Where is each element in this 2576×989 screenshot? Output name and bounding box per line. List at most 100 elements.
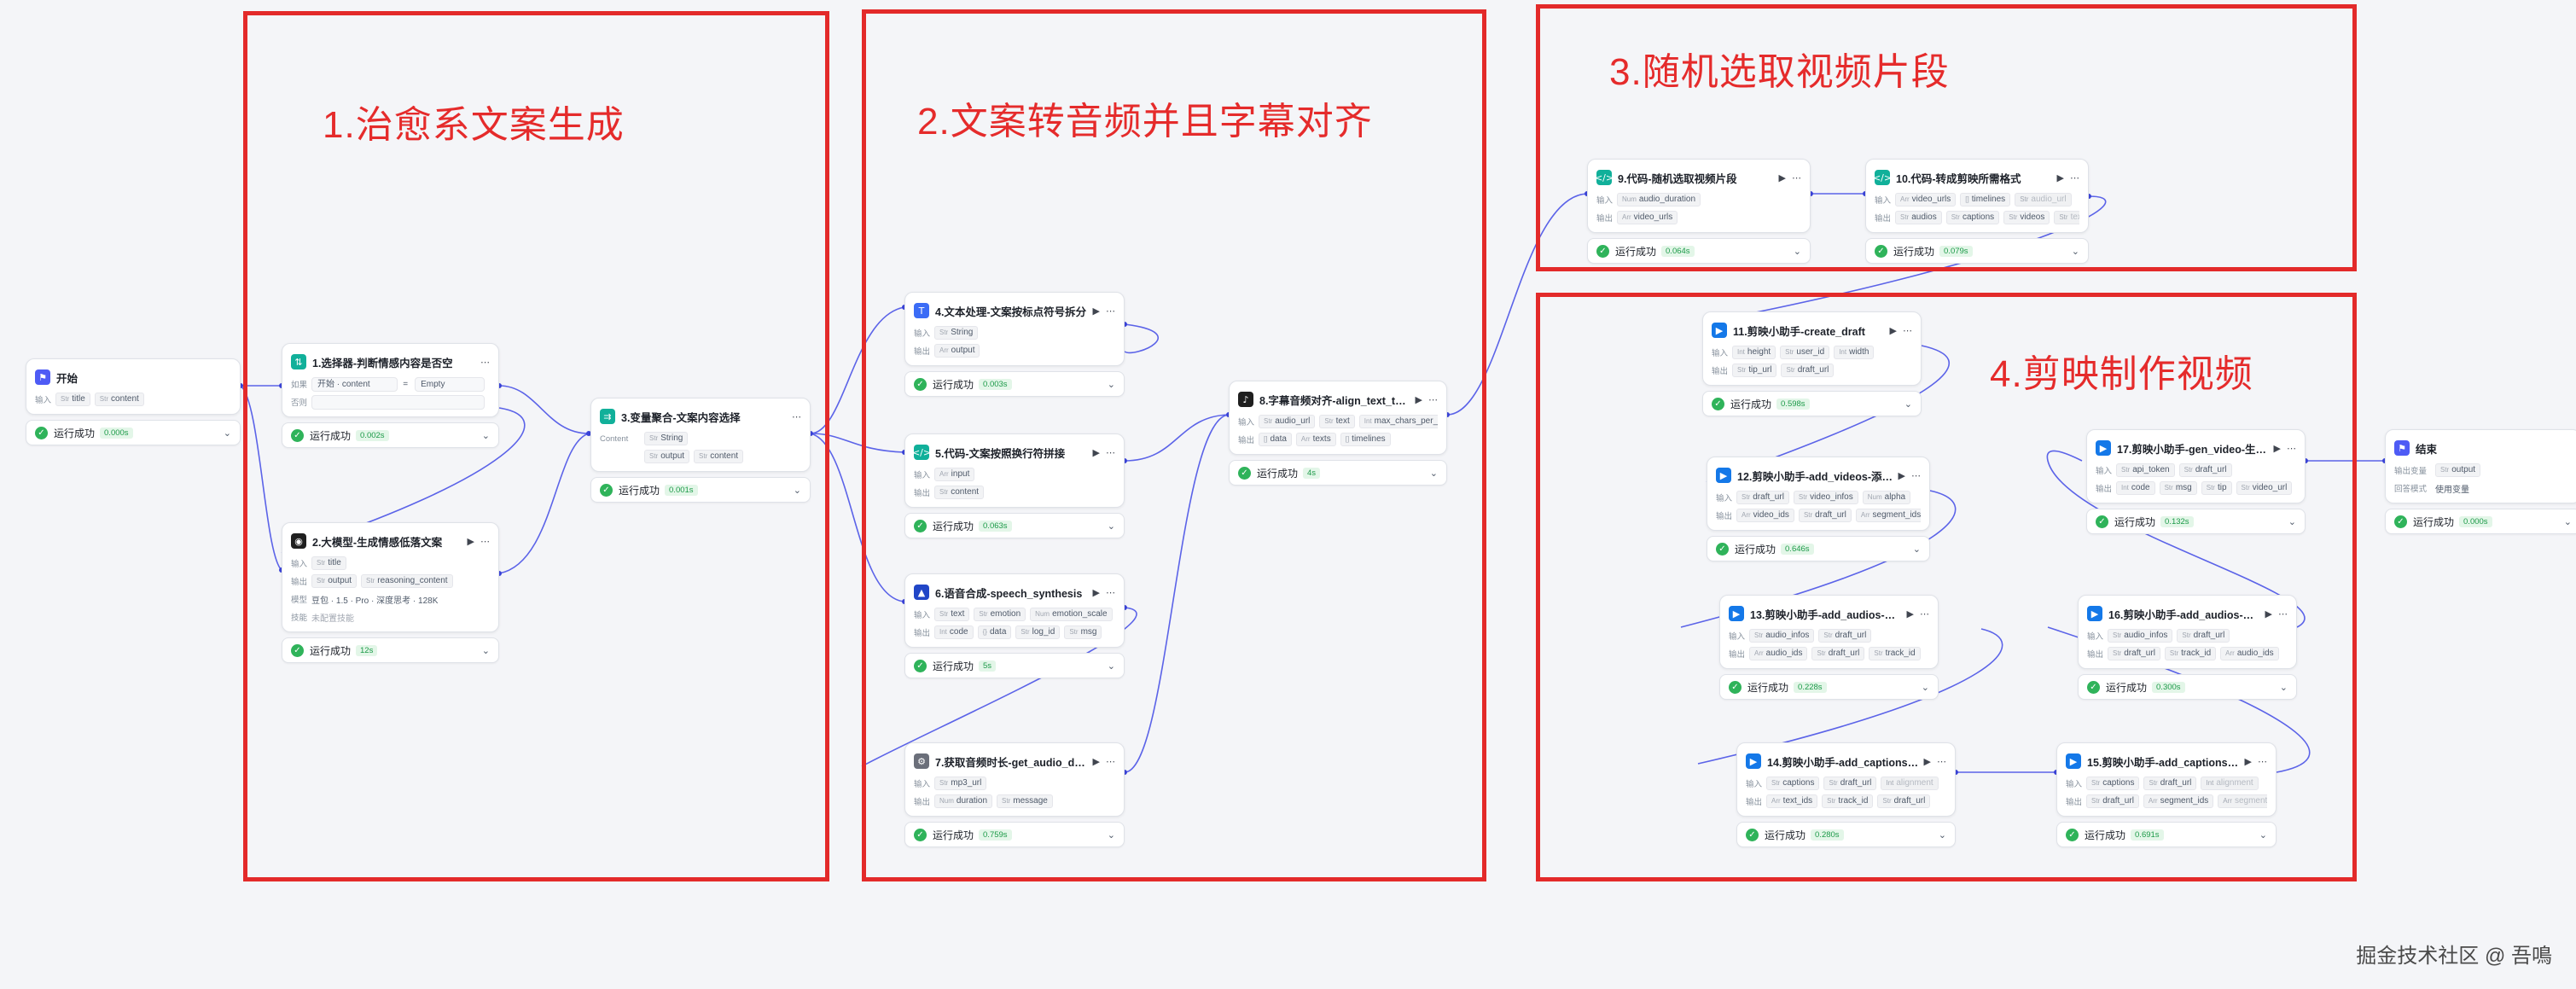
run-icon[interactable]: ▶ — [1889, 324, 1897, 336]
chevron-down-icon[interactable]: ⌄ — [793, 485, 801, 496]
run-icon[interactable]: ▶ — [2265, 608, 2272, 620]
status-text: 运行成功 — [1257, 467, 1299, 480]
chevron-down-icon[interactable]: ⌄ — [481, 645, 490, 656]
run-icon[interactable]: ▶ — [2056, 172, 2064, 183]
row-label: 如果 — [291, 381, 308, 390]
run-status[interactable]: ✓ 运行成功 5s ⌄ — [904, 653, 1125, 678]
more-icon[interactable]: ⋯ — [1106, 586, 1115, 598]
chevron-down-icon[interactable]: ⌄ — [1107, 660, 1115, 672]
node-14-add-captions[interactable]: ▶ 14.剪映小助手-add_captions-添加字幕 ▶⋯ 输入 Strca… — [1736, 742, 1956, 847]
run-status[interactable]: ✓ 运行成功 0.000s ⌄ — [2385, 509, 2576, 534]
node-17-gen-video[interactable]: ▶ 17.剪映小助手-gen_video-生成视频 ▶⋯ 输入 Strapi_t… — [2086, 429, 2306, 534]
node-16-add-audios[interactable]: ▶ 16.剪映小助手-add_audios-添加音频 ▶⋯ 输入 Straudi… — [2078, 595, 2297, 700]
chevron-down-icon[interactable]: ⌄ — [2563, 516, 2572, 527]
chevron-down-icon[interactable]: ⌄ — [1912, 544, 1921, 555]
chevron-down-icon[interactable]: ⌄ — [2071, 246, 2079, 257]
run-status[interactable]: ✓ 运行成功 0.002s ⌄ — [282, 422, 499, 448]
chevron-down-icon[interactable]: ⌄ — [223, 428, 231, 439]
more-icon[interactable]: ⋯ — [1428, 393, 1438, 405]
more-icon[interactable]: ⋯ — [2258, 755, 2267, 767]
chevron-down-icon[interactable]: ⌄ — [2259, 829, 2267, 841]
more-icon[interactable]: ⋯ — [1920, 608, 1929, 620]
chevron-down-icon[interactable]: ⌄ — [1793, 246, 1801, 257]
run-status[interactable]: ✓ 运行成功 0.300s ⌄ — [2078, 674, 2297, 700]
chevron-down-icon[interactable]: ⌄ — [1107, 521, 1115, 532]
more-icon[interactable]: ⋯ — [792, 410, 801, 422]
more-icon[interactable]: ⋯ — [1106, 755, 1115, 767]
run-icon[interactable]: ▶ — [1778, 172, 1786, 183]
status-text: 运行成功 — [1730, 398, 1772, 410]
run-status[interactable]: ✓ 运行成功 0.063s ⌄ — [904, 513, 1125, 538]
run-icon[interactable]: ▶ — [1923, 755, 1931, 767]
run-status[interactable]: ✓ 运行成功 0.280s ⌄ — [1736, 822, 1956, 847]
chevron-down-icon[interactable]: ⌄ — [1107, 829, 1115, 841]
run-status[interactable]: ✓ 运行成功 0.064s ⌄ — [1587, 238, 1811, 264]
run-icon[interactable]: ▶ — [2273, 442, 2281, 454]
run-status[interactable]: ✓ 运行成功 0.079s ⌄ — [1865, 238, 2089, 264]
run-icon[interactable]: ▶ — [2244, 755, 2252, 767]
run-icon[interactable]: ▶ — [1898, 469, 1905, 481]
run-status[interactable]: ✓ 运行成功 0.132s ⌄ — [2086, 509, 2306, 534]
run-icon[interactable]: ▶ — [1092, 305, 1100, 317]
run-icon[interactable]: ▶ — [1092, 446, 1100, 458]
run-icon[interactable]: ▶ — [1092, 755, 1100, 767]
chevron-down-icon[interactable]: ⌄ — [1938, 829, 1946, 841]
run-icon[interactable]: ▶ — [1415, 393, 1422, 405]
run-status[interactable]: ✓ 运行成功 0.646s ⌄ — [1707, 536, 1930, 561]
more-icon[interactable]: ⋯ — [480, 356, 490, 368]
more-icon[interactable]: ⋯ — [2278, 608, 2288, 620]
more-icon[interactable]: ⋯ — [2287, 442, 2296, 454]
more-icon[interactable]: ⋯ — [1106, 446, 1115, 458]
duration-badge: 5s — [979, 660, 997, 672]
more-icon[interactable]: ⋯ — [1937, 755, 1946, 767]
more-icon[interactable]: ⋯ — [1903, 324, 1912, 336]
chevron-down-icon[interactable]: ⌄ — [2288, 516, 2296, 527]
merge-icon: ⇉ — [600, 409, 615, 424]
row-label: 输出 — [1712, 367, 1729, 376]
node-1-selector[interactable]: ⇅ 1.选择器-判断情感内容是否空 ⋯ 如果 开始 · content = Em… — [282, 343, 499, 448]
run-status[interactable]: ✓ 运行成功 4s ⌄ — [1229, 460, 1447, 486]
chevron-down-icon[interactable]: ⌄ — [2279, 682, 2288, 693]
chevron-down-icon[interactable]: ⌄ — [1107, 379, 1115, 390]
more-icon[interactable]: ⋯ — [1792, 172, 1801, 183]
node-8-align-text[interactable]: ♪ 8.字幕音频对齐-align_text_to_audio ▶⋯ 输入 Str… — [1229, 381, 1447, 486]
run-status[interactable]: ✓ 运行成功 0.003s ⌄ — [904, 371, 1125, 397]
run-icon[interactable]: ▶ — [467, 535, 474, 547]
run-status[interactable]: ✓ 运行成功 0.001s ⌄ — [590, 477, 811, 503]
node-7-audio-duration[interactable]: ⚙ 7.获取音频时长-get_audio_duration ▶⋯ 输入 Strm… — [904, 742, 1125, 847]
node-title: 结束 — [2416, 443, 2438, 456]
more-icon[interactable]: ⋯ — [1106, 305, 1115, 317]
more-icon[interactable]: ⋯ — [2070, 172, 2079, 183]
row-label: 输出 — [1729, 650, 1746, 660]
more-icon[interactable]: ⋯ — [480, 535, 490, 547]
run-icon[interactable]: ▶ — [1906, 608, 1914, 620]
run-status[interactable]: ✓ 运行成功 0.000s ⌄ — [26, 420, 241, 445]
run-status[interactable]: ✓ 运行成功 12s ⌄ — [282, 637, 499, 663]
node-12-add-videos[interactable]: ▶ 12.剪映小助手-add_videos-添加视频 ▶⋯ 输入 Strdraf… — [1707, 457, 1930, 561]
chevron-down-icon[interactable]: ⌄ — [1921, 682, 1929, 693]
node-13-add-audios[interactable]: ▶ 13.剪映小助手-add_audios-添加音频 ▶⋯ 输入 Straudi… — [1719, 595, 1939, 700]
chevron-down-icon[interactable]: ⌄ — [1904, 399, 1912, 410]
run-status[interactable]: ✓ 运行成功 0.759s ⌄ — [904, 822, 1125, 847]
run-icon[interactable]: ▶ — [1092, 586, 1100, 598]
node-15-add-captions[interactable]: ▶ 15.剪映小助手-add_captions-添加字幕 ▶⋯ 输入 Strca… — [2056, 742, 2277, 847]
run-status[interactable]: ✓ 运行成功 0.691s ⌄ — [2056, 822, 2277, 847]
chevron-down-icon[interactable]: ⌄ — [481, 430, 490, 441]
chevron-down-icon[interactable]: ⌄ — [1429, 468, 1438, 479]
run-status[interactable]: ✓ 运行成功 0.228s ⌄ — [1719, 674, 1939, 700]
more-icon[interactable]: ⋯ — [1911, 469, 1921, 481]
run-status[interactable]: ✓ 运行成功 0.598s ⌄ — [1702, 391, 1922, 416]
